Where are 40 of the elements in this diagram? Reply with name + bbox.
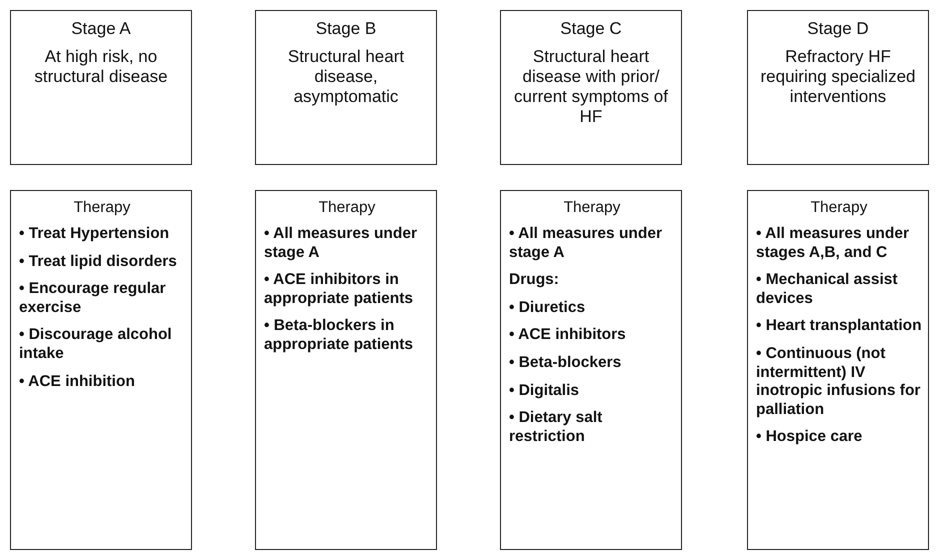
box-heading: Stage A [70, 19, 132, 39]
box-heading: Stage C [559, 19, 623, 39]
stage-box [500, 10, 682, 165]
stage-box [10, 10, 192, 165]
list-item: • Digitalis [509, 382, 580, 400]
therapy-box [10, 190, 192, 550]
list-item: • Treat lipid disorders [19, 252, 178, 272]
list-item: • Hospice care [756, 428, 864, 447]
box-heading: Therapy [562, 199, 622, 217]
list-item: • Continuous (not intermittent) IV inotropic infusions for palliation [756, 344, 922, 420]
list-item: Drugs: [509, 271, 560, 290]
stage-box [255, 10, 437, 165]
therapy-box [255, 190, 437, 550]
list-item: • Beta-blockers in appropriate patients [264, 317, 414, 355]
list-item: • Beta-blockers [509, 354, 622, 373]
therapy-box [747, 190, 929, 550]
list-item: • ACE inhibition [19, 372, 136, 392]
list-item: • Diuretics [509, 298, 586, 318]
stage-box [747, 10, 929, 165]
list-item: • ACE inhibitors [509, 326, 627, 345]
list-item: • Treat Hypertension [19, 225, 170, 244]
list-item: • All measures under stage A [509, 225, 664, 262]
list-item: • Discourage alcohol intake [19, 326, 173, 364]
list-item: • Mechanical assist devices [756, 271, 899, 308]
stage-description: At high risk, no structural disease [33, 47, 169, 87]
box-heading: Stage D [806, 19, 870, 39]
list-item: • ACE inhibitors in appropriate patients [264, 271, 414, 308]
box-heading: Stage B [314, 19, 378, 39]
list-item: • All measures under stages A,B, and C [756, 225, 910, 262]
list-item: • All measures under stage A [264, 225, 418, 262]
therapy-box [500, 190, 682, 550]
stage-description: Structural heart disease, asymptomatic [286, 47, 406, 107]
stage-description: Refractory HF requiring specialized interventions [760, 47, 916, 107]
box-heading: Therapy [810, 199, 868, 217]
stage-description: Structural heart disease with prior/ current symptoms of HF [513, 47, 669, 127]
box-heading: Therapy [318, 199, 376, 217]
list-item: • Encourage regular exercise [19, 280, 167, 318]
list-item: • Heart transplantation [756, 317, 922, 336]
list-item: • Dietary salt restriction [509, 409, 604, 446]
box-heading: Therapy [72, 199, 132, 217]
